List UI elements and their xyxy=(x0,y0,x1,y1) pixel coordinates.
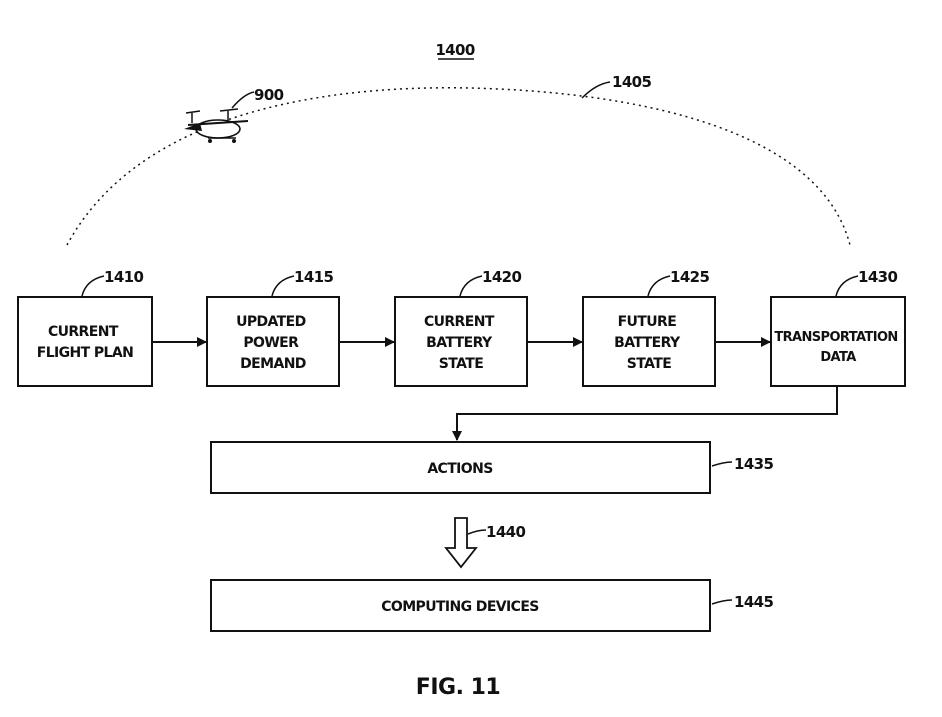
transfer-arrow-ref: 1440 xyxy=(486,523,526,541)
block-leader xyxy=(712,462,732,466)
block-box xyxy=(18,297,152,386)
block-computing-devices: COMPUTING DEVICES 1445 xyxy=(211,580,774,631)
block-line: STATE xyxy=(627,356,671,372)
svg-text:UPDATED POWER DEMA: UPDATED POWER DEMAND xyxy=(236,314,310,372)
block-line: UPDATED xyxy=(236,314,306,330)
block-actions: ACTIONS 1435 xyxy=(211,442,774,493)
block-line: FLIGHT PLAN xyxy=(37,345,133,361)
block-leader xyxy=(648,276,670,296)
block-leader xyxy=(460,276,482,296)
transfer-arrow-leader xyxy=(468,530,486,534)
block-transportation-data: TRANSPORTATION DATA 1430 xyxy=(771,268,905,386)
block-label: ACTIONS xyxy=(427,461,493,477)
block-label: COMPUTING DEVICES xyxy=(381,599,539,615)
block-line: POWER xyxy=(243,335,299,351)
block-ref: 1420 xyxy=(482,268,522,286)
aircraft-leader xyxy=(232,92,254,108)
flight-path-arc xyxy=(67,88,850,245)
block-line: FUTURE xyxy=(618,314,677,330)
block-line: CURRENT xyxy=(424,314,495,330)
block-line: DEMAND xyxy=(240,356,306,372)
block-current-flight-plan: CURRENT FLIGHT PLAN 1410 xyxy=(18,268,152,386)
block-line: TRANSPORTATION xyxy=(774,330,897,345)
block-leader xyxy=(836,276,858,296)
transfer-arrow: 1440 xyxy=(446,518,526,567)
block-line: CURRENT xyxy=(48,324,119,340)
block-future-battery-state: FUTURE BATTERY STATE 1425 xyxy=(583,268,715,386)
block-line: BATTERY xyxy=(614,335,681,351)
flight-path-leader xyxy=(582,82,610,98)
block-ref: 1435 xyxy=(734,455,774,473)
figure-caption: FIG. 11 xyxy=(416,675,500,700)
figure-number: 1400 xyxy=(435,41,475,59)
flight-path-ref: 1405 xyxy=(612,73,652,91)
block-ref: 1445 xyxy=(734,593,774,611)
block-leader xyxy=(82,276,104,296)
arrow-1430-actions xyxy=(457,386,837,440)
block-ref: 1410 xyxy=(104,268,144,286)
block-line: DATA xyxy=(820,350,856,365)
block-leader xyxy=(712,600,732,604)
aircraft-icon xyxy=(184,109,248,143)
block-leader xyxy=(272,276,294,296)
block-current-battery-state: CURRENT BATTERY STATE 1420 xyxy=(395,268,527,386)
block-line: STATE xyxy=(439,356,483,372)
aircraft-ref: 900 xyxy=(254,86,284,104)
block-line: BATTERY xyxy=(426,335,493,351)
block-ref: 1425 xyxy=(670,268,710,286)
block-updated-power-demand: UPDATED POWER DEMAND 1415 xyxy=(207,268,339,386)
block-ref: 1415 xyxy=(294,268,334,286)
block-ref: 1430 xyxy=(858,268,898,286)
